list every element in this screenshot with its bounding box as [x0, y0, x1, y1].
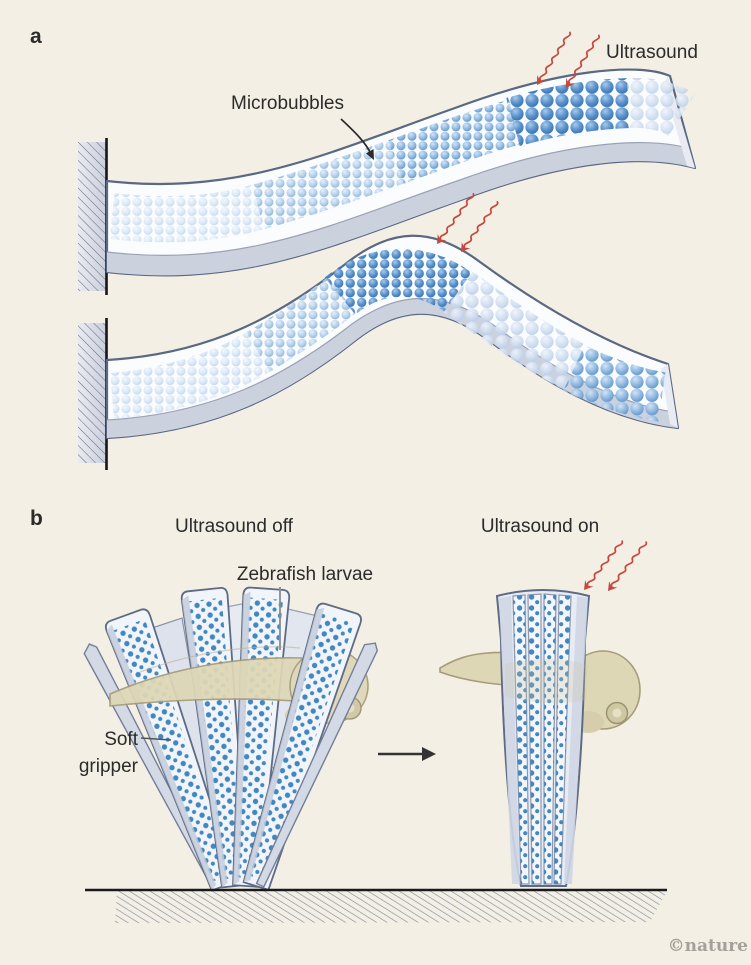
microbubble-strip-bottom — [105, 234, 680, 440]
ultrasound-off-label: Ultrasound off — [175, 516, 293, 537]
wall-anchor-top — [78, 138, 108, 295]
panel-b-label: b — [30, 507, 43, 530]
panel-a-illustration — [78, 28, 697, 470]
zebrafish-larvae-label: Zebrafish larvae — [236, 564, 374, 585]
transition-arrow-icon — [378, 747, 436, 761]
microbubbles-label: Microbubbles — [231, 93, 344, 114]
microbubble-strip-top — [105, 68, 697, 277]
ultrasound-on-label: Ultrasound on — [480, 516, 600, 537]
ultrasound-waves-icon — [579, 537, 652, 596]
panel-b-illustration — [83, 537, 667, 923]
soft-gripper-label-line2: gripper — [78, 756, 138, 777]
soft-gripper-pointer-line — [140, 737, 172, 741]
ultrasound-label: Ultrasound — [606, 42, 698, 63]
soft-gripper-label-line1: Soft — [104, 729, 138, 750]
microbubbles-pointer-arrow — [340, 118, 374, 160]
soft-gripper-open — [83, 586, 379, 892]
nature-credit: ©nature — [667, 936, 748, 956]
soft-gripper-closed — [439, 589, 641, 887]
ground-surface — [85, 888, 667, 923]
panel-a-label: a — [30, 25, 42, 48]
wall-anchor-bottom — [78, 318, 108, 470]
soft-gripper-label: Soft gripper — [58, 726, 138, 780]
